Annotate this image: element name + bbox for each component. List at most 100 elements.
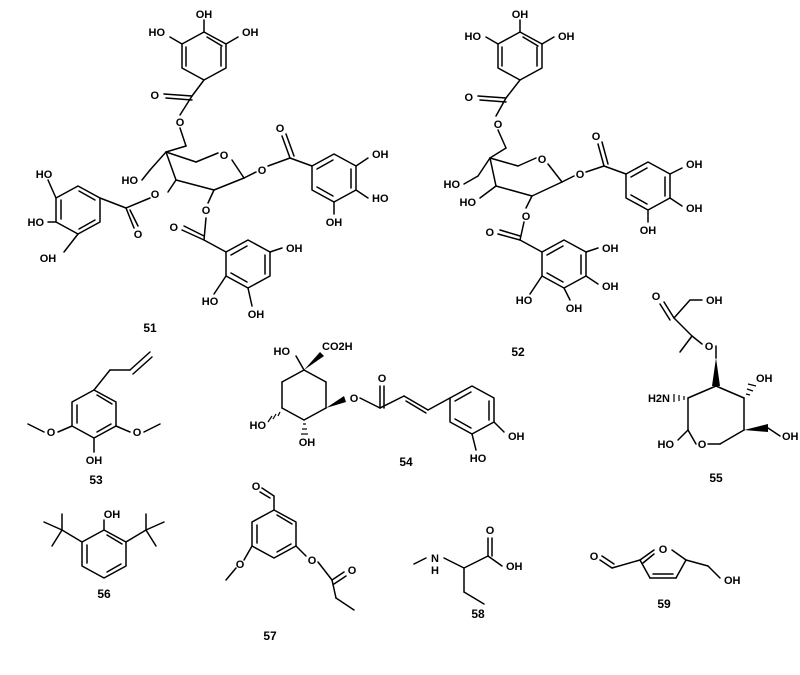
glucose-ring-51	[141, 145, 257, 204]
atom-label: O	[592, 131, 601, 143]
atom-label: OH	[686, 203, 703, 215]
atom-label: OH	[372, 149, 389, 161]
atom-label: OH	[86, 455, 103, 467]
glucose-ring-52	[463, 147, 575, 209]
compound-55: OH O O H2N OH HO O OH 55	[648, 291, 799, 485]
atom-label: HO	[149, 27, 166, 39]
atom-label: HO	[202, 296, 219, 308]
atom-label: O	[652, 291, 661, 303]
atom-label: O	[150, 90, 159, 102]
compound-number: 55	[709, 471, 723, 485]
atom-label: OH	[512, 9, 529, 21]
compound-number: 52	[511, 345, 525, 359]
atom-label: HO	[465, 31, 482, 43]
atom-label: OH	[248, 309, 265, 321]
galloyl-ring-right	[267, 133, 369, 215]
compound-54: HO CO2H HO OH O O OH HO 54	[250, 341, 525, 469]
atom-label: O	[133, 427, 142, 439]
atom-label: O	[134, 229, 143, 241]
atom-label: O	[538, 154, 547, 166]
atom-label: O	[350, 393, 359, 405]
compound-number: 59	[657, 597, 671, 611]
atom-label: HO	[372, 193, 389, 205]
atom-label: O	[485, 227, 494, 239]
atom-label: O	[590, 551, 599, 563]
compound-57: O O O O 57	[225, 481, 357, 643]
galloyl-ring-top	[163, 19, 239, 147]
compound-56: OH 56	[43, 509, 165, 601]
atom-label: HO	[460, 197, 477, 209]
compound-number: 58	[471, 607, 485, 621]
atom-label: OH	[506, 561, 523, 573]
atom-label: OH	[602, 281, 619, 293]
atom-label: O	[522, 211, 531, 223]
atom-label: O	[176, 117, 185, 129]
atom-label: OH	[566, 303, 583, 315]
galloyl-ring-left	[47, 179, 151, 253]
atom-label: OH	[756, 373, 773, 385]
atom-label: O	[659, 544, 668, 556]
atom-label: OH	[326, 217, 343, 229]
atom-label: OH	[104, 509, 121, 521]
compound-number: 54	[399, 455, 413, 469]
atom-label: HO	[122, 175, 139, 187]
atom-label: O	[698, 439, 707, 451]
atom-label: OH	[558, 31, 575, 43]
atom-label: OH	[40, 253, 57, 265]
atom-label: OH	[299, 437, 316, 449]
atom-label: O	[276, 123, 285, 135]
atom-label: OH	[782, 431, 799, 443]
atom-label: O	[494, 119, 503, 131]
atom-label: HO	[658, 439, 675, 451]
compound-number: 53	[89, 473, 103, 487]
atom-label: O	[378, 373, 387, 385]
atom-label: O	[464, 92, 473, 104]
atom-label: O	[258, 165, 267, 177]
atom-label: O	[576, 169, 585, 181]
atom-label: OH	[602, 243, 619, 255]
atom-label: O	[308, 555, 317, 567]
atom-label: OH	[724, 575, 741, 587]
atom-label: O	[220, 150, 229, 162]
atom-label: O	[486, 525, 495, 537]
compound-number: 56	[97, 587, 111, 601]
atom-label: H2N	[648, 393, 670, 405]
atom-label: O	[705, 341, 714, 353]
atom-label: HO	[274, 346, 291, 358]
atom-label: OH	[242, 27, 259, 39]
atom-label: CO2H	[322, 341, 353, 353]
compound-number: 57	[263, 629, 277, 643]
atom-label: OH	[686, 159, 703, 171]
galloyl-ring-right	[585, 141, 683, 223]
atom-label: N	[431, 553, 439, 565]
galloyl-ring-top	[477, 19, 555, 149]
atom-label: O	[348, 565, 357, 577]
atom-label: OH	[286, 243, 303, 255]
galloyl-ring-bottom	[497, 221, 599, 301]
compound-53: O O OH 53	[27, 351, 161, 487]
compound-number: 51	[143, 321, 157, 335]
atom-label: O	[47, 427, 56, 439]
atom-label: OH	[706, 295, 723, 307]
atom-label: O	[252, 481, 261, 493]
atom-label: OH	[508, 431, 525, 443]
atom-label: HO	[470, 453, 487, 465]
atom-label: OH	[196, 9, 213, 21]
atom-label: O	[169, 222, 178, 234]
galloyl-ring-bottom	[181, 217, 283, 307]
atom-label: HO	[516, 295, 533, 307]
atom-label: HO	[444, 179, 461, 191]
atom-label: HO	[250, 420, 267, 432]
atom-label: H	[431, 565, 439, 577]
atom-label: O	[236, 559, 245, 571]
compound-52: OH HO OH O O O O HO HO O O OH OH OH O OH…	[444, 9, 703, 359]
atom-label: O	[202, 205, 211, 217]
compound-58: O N H OH 58	[413, 525, 523, 621]
compound-59: O O OH 59	[590, 544, 741, 611]
atom-label: HO	[36, 169, 53, 181]
atom-label: HO	[28, 217, 45, 229]
atom-label: OH	[640, 225, 657, 237]
atom-label: O	[151, 189, 160, 201]
